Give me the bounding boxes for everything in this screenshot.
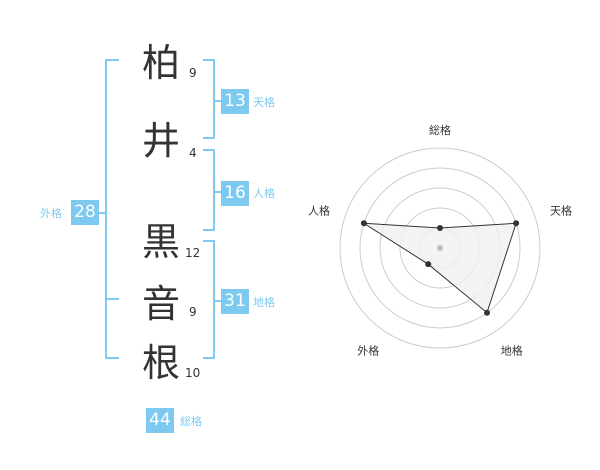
soukaku-value: 44 [146,408,174,433]
gaikaku-bracket [105,59,119,359]
radar-point-1 [437,225,443,231]
name-char-5: 根 [141,341,180,385]
jinkaku-label: 人格 [253,187,275,200]
radar-point-5 [360,220,367,227]
stroke-count-3: 12 [185,246,201,260]
jinkaku-connector [215,191,221,193]
name-char-4: 音 [141,282,180,326]
name-char-1: 柏 [141,41,180,85]
chikaku-bracket [203,240,215,359]
chikaku-connector [215,300,221,302]
gaikaku-bracket-mid-tick [105,298,119,300]
radar-point-4 [425,261,432,268]
tenkaku-bracket [203,59,215,139]
soukaku-label: 総格 [180,415,202,428]
name-char-2: 井 [141,119,180,163]
chikaku-value: 31 [221,289,249,314]
radar-grid-ring-5 [339,147,541,349]
stroke-count-1: 9 [189,66,197,80]
radar-point-3 [484,309,491,316]
name-char-3: 黒 [141,220,180,264]
stroke-count-5: 10 [185,366,201,380]
radar-axis-label-5: 人格 [308,203,330,217]
stroke-count-2: 4 [189,146,197,160]
jinkaku-bracket [203,149,215,231]
radar-center-point [437,245,443,251]
gaikaku-value: 28 [71,200,99,225]
radar-point-2 [513,220,520,227]
tenkaku-value: 13 [221,89,249,114]
radar-axis-label-1: 総格 [429,123,451,137]
gaikaku-connector [98,212,106,214]
radar-axis-label-2: 天格 [550,203,572,217]
tenkaku-label: 天格 [253,96,275,109]
stroke-count-4: 9 [189,305,197,319]
jinkaku-value: 16 [221,181,249,206]
radar-axis-label-4: 外格 [357,344,379,358]
radar-axis-label-3: 地格 [501,344,523,358]
tenkaku-connector [215,100,221,102]
gaikaku-label: 外格 [40,207,62,220]
chikaku-label: 地格 [253,296,275,309]
radar-grid-ring-4 [359,167,521,329]
radar-data-polygon [363,222,517,314]
